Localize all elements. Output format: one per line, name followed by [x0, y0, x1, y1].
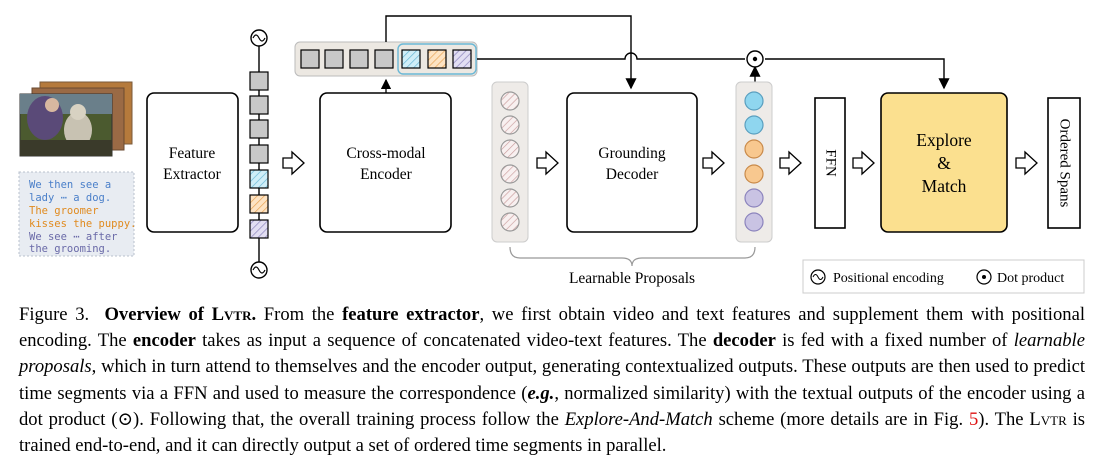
- figure-caption: Figure 3. Overview of Lvtr. From the fea…: [19, 304, 1085, 457]
- feature-extractor-label: Feature: [169, 145, 216, 162]
- ffn-box: [814, 97, 846, 229]
- decoder-label: Grounding: [598, 145, 665, 162]
- text-line: lady ⋯ a dog.: [29, 192, 111, 204]
- connector-lines: [385, 15, 950, 90]
- figure-label: Figure 3.: [19, 304, 90, 325]
- encoder-label: Cross-modal: [346, 145, 425, 162]
- decoder-output-column: [735, 81, 773, 243]
- learnable-proposals-column: [491, 81, 529, 243]
- svg-text:Positional encoding: Positional encoding: [833, 271, 944, 286]
- dot-product-icon: [746, 50, 764, 68]
- explore-label: Match: [922, 176, 967, 196]
- legend: Positional encoding Dot product: [802, 259, 1085, 294]
- ordered-spans-box: [1047, 97, 1081, 229]
- feature-token-column: [249, 29, 269, 279]
- text-line: We see ⋯ after: [29, 231, 118, 243]
- ordered-spans-label: Ordered Spans: [1057, 119, 1073, 208]
- encoder-output-tokens: [294, 41, 478, 93]
- svg-text:Dot product: Dot product: [997, 271, 1064, 286]
- encoder-label: Encoder: [360, 166, 412, 183]
- feature-extractor-box: [146, 92, 239, 233]
- ffn-label: FFN: [823, 149, 839, 177]
- decoder-label: Decoder: [606, 166, 659, 183]
- text-line: The groomer: [29, 205, 99, 217]
- proposals-brace: [509, 246, 756, 267]
- explore-label: &: [937, 153, 951, 173]
- text-line: kisses the puppy.: [29, 218, 136, 230]
- cross-modal-encoder-box: [319, 92, 452, 233]
- explore-match-box: [880, 92, 1008, 233]
- figure-reference-link[interactable]: 5: [968, 408, 979, 430]
- caption-title: Overview of Lvtr.: [104, 304, 257, 325]
- grounding-decoder-box: [566, 92, 698, 233]
- explore-label: Explore: [916, 130, 972, 150]
- text-query-panel: We then see a lady ⋯ a dog. The groomer …: [18, 171, 136, 257]
- text-line: the grooming.: [29, 243, 111, 255]
- architecture-diagram: We then see a lady ⋯ a dog. The groomer …: [18, 15, 1085, 294]
- video-frames-image: [19, 81, 133, 157]
- text-line: We then see a: [29, 179, 111, 191]
- flow-arrows: [282, 150, 1038, 176]
- feature-extractor-label: Extractor: [163, 166, 222, 183]
- proposals-label: Learnable Proposals: [569, 270, 695, 287]
